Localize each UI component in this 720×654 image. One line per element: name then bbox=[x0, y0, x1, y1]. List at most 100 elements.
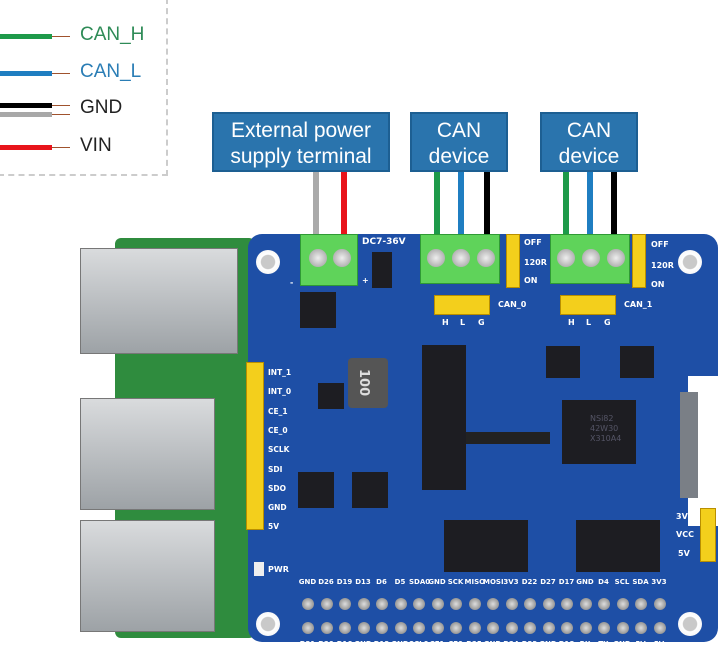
gnd-wire-vertical bbox=[313, 172, 319, 240]
gpio-pin bbox=[376, 598, 388, 610]
h-label: H bbox=[568, 318, 575, 327]
can1-termination-jumper[interactable] bbox=[632, 234, 646, 288]
gpio-pin bbox=[561, 622, 573, 634]
gpio-pin bbox=[579, 598, 592, 610]
gpio-pin bbox=[487, 598, 499, 610]
can-device-callout-0: CAN device bbox=[410, 112, 508, 172]
spi-pin-label: SCLK bbox=[268, 445, 290, 455]
gpio-pin bbox=[413, 598, 425, 610]
usb3-port bbox=[80, 398, 215, 510]
gpio-pin-label: D18 bbox=[558, 640, 575, 648]
gpio-pin-label: 5V bbox=[653, 640, 665, 648]
can0-l-wire bbox=[458, 172, 464, 240]
5v-label: 5V bbox=[678, 549, 690, 558]
inductor: 100 bbox=[348, 358, 388, 408]
l-label: L bbox=[586, 318, 592, 327]
ic-chip bbox=[620, 346, 654, 378]
gpio-pin-label: GND bbox=[483, 640, 502, 648]
gpio-pin-label: D16 bbox=[336, 640, 353, 648]
vcc-select-jumper[interactable] bbox=[700, 508, 716, 562]
can0-label: CAN_0 bbox=[498, 300, 527, 309]
pwr-label: PWR bbox=[268, 565, 289, 574]
can-h-wire bbox=[0, 34, 52, 39]
gpio-pin bbox=[431, 598, 444, 610]
gpio-pin-label: SCL bbox=[614, 578, 630, 586]
gpio-pin bbox=[394, 598, 407, 610]
can-device-callout-1: CAN device bbox=[540, 112, 638, 172]
gpio-pin bbox=[505, 622, 518, 634]
gpio-pin bbox=[468, 598, 481, 610]
gpio-pin bbox=[598, 622, 610, 634]
gpio-pin-label: GND bbox=[391, 640, 409, 648]
gpio-pin-label: TX bbox=[598, 640, 609, 648]
power-terminal-block bbox=[300, 234, 358, 286]
spi-pin-label: INT_1 bbox=[268, 368, 292, 377]
ethernet-port bbox=[80, 248, 238, 354]
gpio-pin-label: D12 bbox=[373, 640, 390, 648]
ic-chip bbox=[318, 383, 344, 409]
ic-chip bbox=[352, 472, 388, 508]
spi-pin-label: GND bbox=[268, 503, 287, 513]
display-connector bbox=[680, 392, 698, 498]
on-label: ON bbox=[651, 280, 665, 289]
gpio-pin-label: 3V3 bbox=[503, 578, 519, 586]
gpio-pin bbox=[394, 622, 407, 634]
gpio-pin-label: SDA0 bbox=[409, 578, 431, 586]
can0-terminal-block bbox=[420, 234, 500, 284]
gpio-pin bbox=[542, 622, 555, 634]
mounting-hole bbox=[256, 612, 280, 636]
gpio-pin bbox=[487, 622, 499, 634]
can1-header bbox=[560, 295, 616, 315]
gpio-pin bbox=[450, 598, 462, 610]
3v3-label: 3V3 bbox=[676, 512, 694, 521]
gpio-pin-label: D25 bbox=[466, 640, 482, 648]
gpio-pin bbox=[357, 598, 370, 610]
gpio-pin bbox=[505, 598, 518, 610]
g-label: G bbox=[478, 318, 485, 327]
gpio-pin-label: D6 bbox=[376, 578, 387, 586]
gpio-pin-label: D27 bbox=[540, 578, 556, 586]
gpio-pin-label: GND bbox=[613, 640, 631, 648]
gpio-pin bbox=[339, 622, 351, 634]
gpio-pin bbox=[339, 598, 351, 610]
spi-pin-label: SDO bbox=[268, 483, 287, 493]
legend-gnd: GND bbox=[80, 97, 123, 118]
gpio-pin-label: SCK bbox=[447, 578, 464, 586]
isolation-module bbox=[422, 345, 466, 490]
gnd-wire bbox=[0, 103, 52, 108]
isolated-can-transceiver: NSi82 42W30 X310A4 bbox=[562, 400, 636, 464]
gnd-wire-gray bbox=[0, 112, 52, 117]
gpio-pin-label: GND bbox=[539, 640, 557, 648]
gpio-pin bbox=[542, 598, 555, 610]
vin-wire bbox=[0, 145, 52, 150]
can0-header bbox=[434, 295, 490, 315]
gpio-pin bbox=[450, 622, 462, 634]
gpio-pin bbox=[320, 622, 333, 634]
can0-termination-jumper[interactable] bbox=[506, 234, 520, 288]
gpio-pin-label: SDA bbox=[632, 578, 649, 586]
gpio-pin bbox=[302, 622, 314, 634]
g-label: G bbox=[604, 318, 611, 327]
can0-h-wire bbox=[434, 172, 440, 240]
gpio-pin-label: D13 bbox=[355, 578, 371, 586]
gpio-pin-label: D21 bbox=[299, 640, 316, 648]
plus-label: + bbox=[362, 276, 369, 285]
flex-connector bbox=[466, 432, 550, 444]
gpio-pin bbox=[635, 598, 647, 610]
minus-label: - bbox=[290, 278, 294, 287]
gpio-pin-label: D5 bbox=[394, 578, 406, 586]
can1-terminal-block bbox=[550, 234, 630, 284]
wire-legend: CAN_H CAN_L GND VIN bbox=[0, 0, 168, 176]
spi-pin-label: CE_0 bbox=[268, 425, 288, 435]
mounting-hole bbox=[678, 250, 702, 274]
power-terminal-callout: External power supply terminal bbox=[212, 112, 390, 172]
ic-chip bbox=[300, 292, 336, 328]
gpio-pin-label: D23 bbox=[521, 640, 538, 648]
usb2-port bbox=[80, 520, 215, 632]
120r-label: 120R bbox=[524, 258, 547, 267]
can1-gnd-wire bbox=[611, 172, 617, 240]
gpio-pin-label: MOSI bbox=[483, 578, 504, 586]
gpio-pin bbox=[653, 598, 666, 610]
120r-label: 120R bbox=[651, 261, 674, 270]
power-led bbox=[254, 562, 264, 576]
